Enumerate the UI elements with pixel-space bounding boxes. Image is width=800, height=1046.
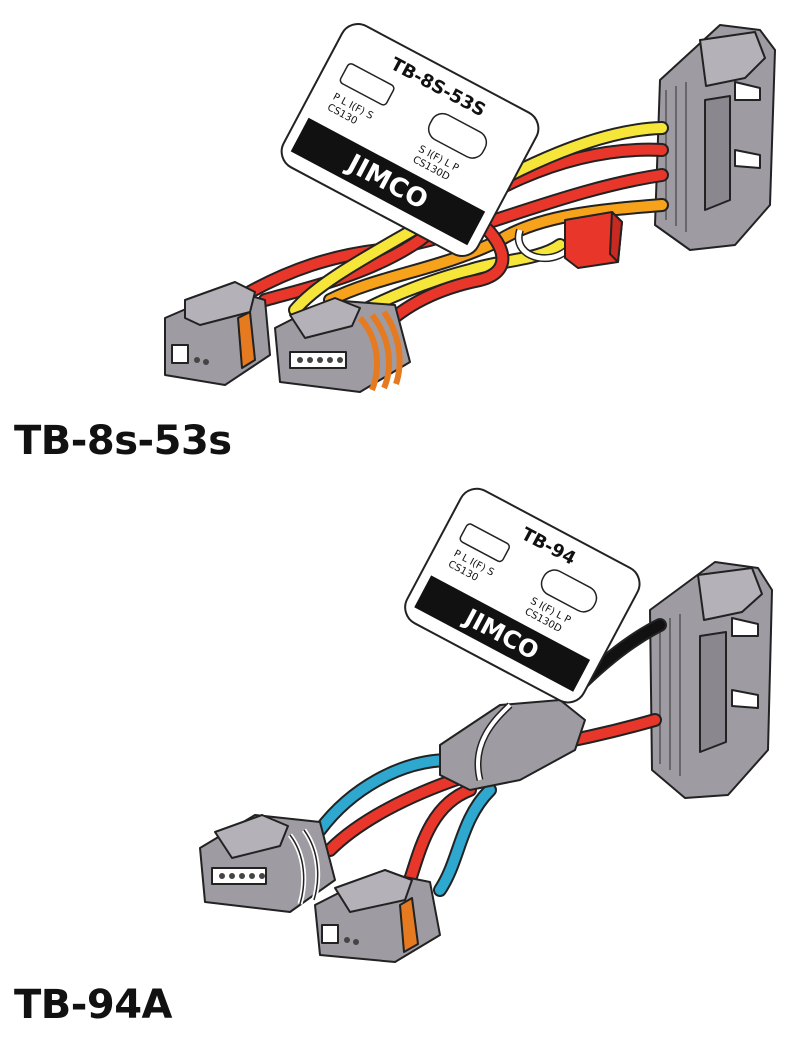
harness1-left-connector-3pin — [164, 281, 271, 386]
harness2-left-connector-5pin — [199, 814, 336, 913]
harness-tb-8s-53s: JIMCO TB-8S-53S P L I(F) S CS130 S I(F) … — [164, 23, 776, 393]
harness2-tag: JIMCO TB-94 P L I(F) S CS130 S I(F) L P … — [404, 487, 641, 704]
harness1-tag: JIMCO TB-8S-53S P L I(F) S CS130 S I(F) … — [280, 23, 540, 257]
harness2-splice-sleeve — [439, 699, 586, 791]
harness1-fuse-block — [564, 211, 623, 269]
harness2-lower-connector-3pin — [314, 869, 441, 963]
harness1-left-connector-5pin — [274, 297, 411, 393]
harness1-main-connector — [654, 24, 776, 251]
harness1-caption: TB-8s-53s — [14, 418, 232, 464]
harness2-caption: TB-94A — [14, 982, 173, 1028]
harness2-main-connector — [649, 561, 773, 799]
harness-tb-94a: JIMCO TB-94 P L I(F) S CS130 S I(F) L P … — [199, 487, 773, 963]
